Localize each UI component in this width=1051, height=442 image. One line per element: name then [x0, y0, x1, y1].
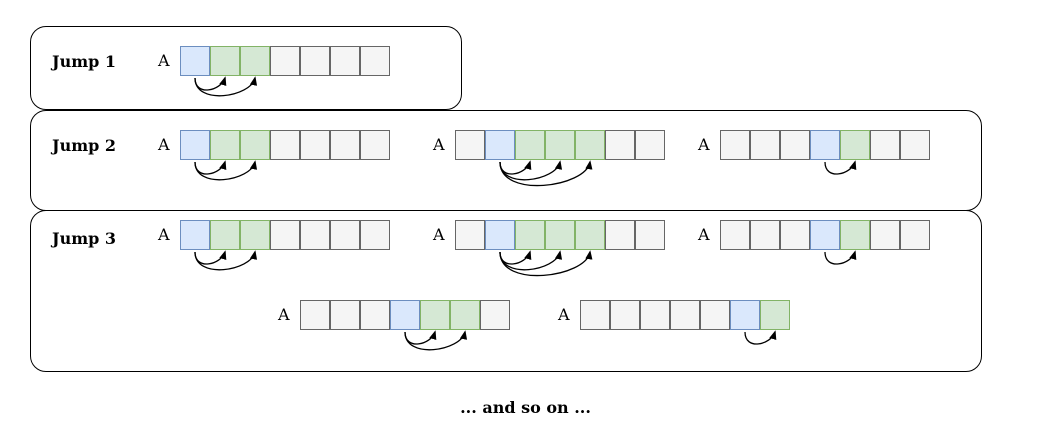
array-cell — [640, 300, 670, 330]
array-cell-target — [450, 300, 480, 330]
array-label: A — [698, 135, 710, 154]
array-cell-start — [180, 130, 210, 160]
array-cell-target — [240, 130, 270, 160]
array-cell — [605, 130, 635, 160]
array-cell — [780, 220, 810, 250]
array-label: A — [433, 225, 445, 244]
array-cell — [330, 130, 360, 160]
array-cell-start — [485, 220, 515, 250]
array-cell — [635, 220, 665, 250]
array-cell — [750, 220, 780, 250]
array-cell-start — [730, 300, 760, 330]
array-label: A — [558, 305, 570, 324]
array-cell-target — [240, 46, 270, 76]
array-cell — [270, 130, 300, 160]
array-cell-target — [210, 220, 240, 250]
array-label: A — [433, 135, 445, 154]
array-cell — [360, 46, 390, 76]
panel-jump-2 — [30, 110, 982, 211]
array-cell-start — [180, 220, 210, 250]
array-cell — [300, 46, 330, 76]
array-cell — [780, 130, 810, 160]
array-cell — [610, 300, 640, 330]
array-cell — [330, 300, 360, 330]
array-cell — [700, 300, 730, 330]
array-cell — [455, 220, 485, 250]
array-cell-start — [810, 130, 840, 160]
array-cell-target — [545, 220, 575, 250]
array-cell-start — [485, 130, 515, 160]
array-cell-start — [390, 300, 420, 330]
array-cell-target — [575, 220, 605, 250]
array-cell-target — [575, 130, 605, 160]
array-cell — [455, 130, 485, 160]
panel-label-jump-1: Jump 1 — [52, 52, 117, 71]
array-cell-target — [515, 130, 545, 160]
array-cell — [580, 300, 610, 330]
array-label: A — [698, 225, 710, 244]
array-cell — [635, 130, 665, 160]
array-cell — [300, 130, 330, 160]
array-cell — [720, 130, 750, 160]
array-cell — [900, 130, 930, 160]
array-cell — [670, 300, 700, 330]
array-cell — [605, 220, 635, 250]
array-cell-target — [515, 220, 545, 250]
array-cell-target — [760, 300, 790, 330]
footer-text: ... and so on ... — [460, 398, 591, 417]
array-cell-target — [420, 300, 450, 330]
array-cell — [480, 300, 510, 330]
array-cell — [300, 220, 330, 250]
array-cell — [360, 220, 390, 250]
panel-label-jump-3: Jump 3 — [52, 229, 117, 248]
array-cell — [360, 130, 390, 160]
array-cell — [360, 300, 390, 330]
array-cell — [870, 130, 900, 160]
array-cell-target — [210, 130, 240, 160]
array-cell-target — [545, 130, 575, 160]
array-cell — [720, 220, 750, 250]
array-cell — [330, 46, 360, 76]
panel-label-jump-2: Jump 2 — [52, 136, 117, 155]
array-cell-start — [180, 46, 210, 76]
array-cell-target — [240, 220, 270, 250]
array-cell-target — [840, 130, 870, 160]
array-cell — [750, 130, 780, 160]
array-cell-target — [210, 46, 240, 76]
array-label: A — [158, 225, 170, 244]
array-label: A — [158, 51, 170, 70]
array-cell-start — [810, 220, 840, 250]
array-cell — [330, 220, 360, 250]
array-label: A — [158, 135, 170, 154]
array-cell-target — [840, 220, 870, 250]
array-cell — [270, 46, 300, 76]
array-cell — [270, 220, 300, 250]
array-cell — [900, 220, 930, 250]
array-cell — [870, 220, 900, 250]
array-label: A — [278, 305, 290, 324]
array-cell — [300, 300, 330, 330]
